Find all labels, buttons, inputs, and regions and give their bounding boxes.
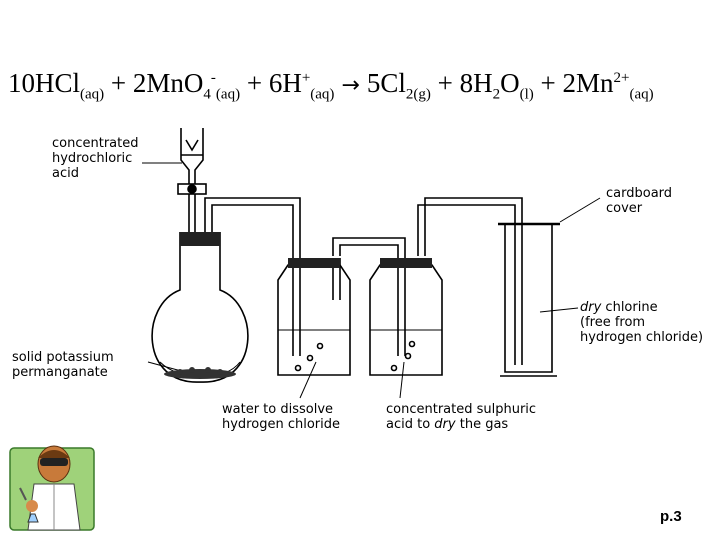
label-dry-chlorine: dry chlorine (free from hydrogen chlorid… [580, 300, 704, 345]
round-bottom-flask [151, 232, 249, 383]
label-cardboard-cover: cardboard cover [606, 186, 673, 216]
bottle2-stopper [380, 258, 432, 268]
delivery-tube-3 [417, 197, 523, 365]
page-number: p.3 [660, 508, 682, 525]
dropping-funnel [180, 128, 204, 232]
label-water: water to dissolve hydrogen chloride [222, 402, 340, 432]
flask-stopper [180, 232, 220, 246]
potassium-permanganate-solid [164, 367, 236, 379]
reaction-equation: 10HCl(aq) + 2MnO4-(aq) + 6H+(aq) → 5Cl2(… [8, 68, 654, 103]
label-potassium-permanganate: solid potassium permanganate [12, 350, 114, 380]
label-sulphuric-acid: concentrated sulphuric acid to dry the g… [386, 402, 537, 432]
gas-jar [504, 225, 553, 373]
delivery-tube-1 [204, 197, 301, 356]
bottle1-stopper [288, 258, 340, 268]
connecting-tube-1 [332, 237, 406, 356]
scientist-clipart-icon [9, 445, 95, 531]
label-hydrochloric-acid: concentrated hydrochloric acid [52, 136, 139, 181]
